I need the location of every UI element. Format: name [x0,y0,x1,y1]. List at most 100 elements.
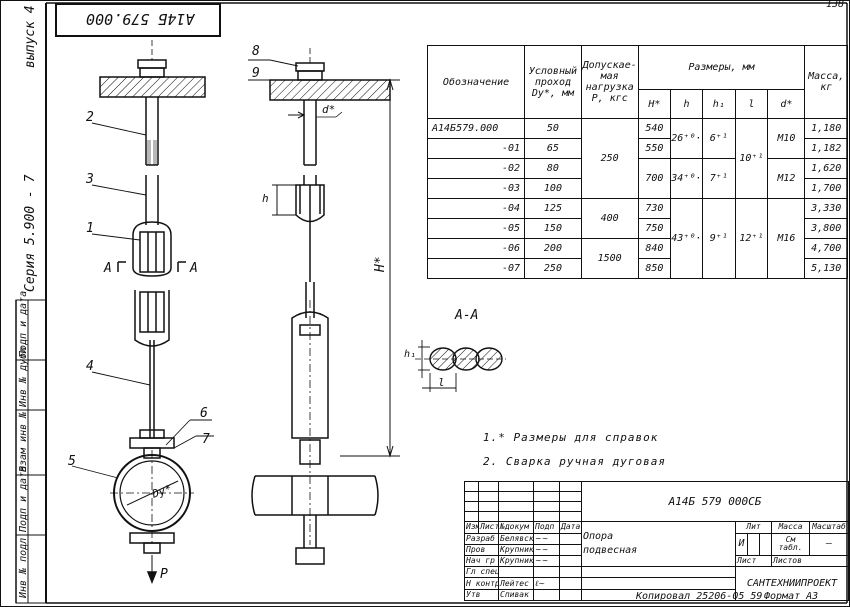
table-cell-mass: 1,700 [804,178,848,199]
drawing-stamp-text: А14Б 579.000 [86,10,195,28]
sub-col-h1: h₁ [701,89,736,119]
table-cell-designation: -04 [426,198,526,219]
col-mass: Масса, кг [804,45,848,119]
sign-razrab-icon: ∼∼ [533,532,560,545]
spec-table: Обозначение Условный проход Dу*, мм Допу… [426,45,848,279]
table-cell-passage: 100 [524,178,582,199]
table-cell-designation: -05 [426,218,526,239]
col-designation: Обозначение [426,45,526,119]
name-prov: Крупник [498,543,534,557]
section-marker-right: А [190,261,198,276]
name-razrab: Белявская [498,532,534,545]
table-cell-mass: 4,700 [804,238,848,259]
sub-col-d: d* [767,89,806,119]
title-sheet-label: Лист [735,555,772,568]
sub-col-l: l [734,89,769,119]
table-cell-passage: 65 [524,138,582,159]
callout-8: 8 [252,44,260,59]
role-nkontr: Н контр [464,577,499,590]
title-lit-value: И [735,532,748,557]
dim-d-label: d* [322,103,336,116]
series-label: Серия 5.900 - 7 [23,174,38,292]
name-nach: Крупник [498,555,534,568]
note-1: 1.* Размеры для справок [483,431,659,444]
field-dup-inv: Инв № дубл [18,346,29,407]
table-cell-d: М12 [767,158,806,199]
title-mass-label: Масса [771,521,810,534]
col-sizes: Размеры, мм [637,45,806,90]
table-cell-passage: 125 [524,198,582,219]
title-code: А14Б 579 000СБ [581,480,849,523]
callout-5: 5 [68,454,76,469]
title-name-line2: подвесная [583,545,638,557]
role-nach: Нач гр [464,555,499,568]
role-prov: Пров [464,543,499,557]
table-cell-designation: -01 [426,138,526,159]
front-view [99,40,206,585]
sign-nkontr-icon: ℓ∼ [533,577,560,590]
field-repl-inv: Взам инв № [18,411,29,472]
section-a-a [415,340,506,392]
table-cell-H: 750 [637,218,672,239]
table-cell-H: 840 [637,238,672,259]
table-cell-passage: 80 [524,158,582,179]
table-cell-h1: 9⁺¹ [701,198,736,279]
name-utv: Спивак [498,588,534,602]
callout-2: 2 [86,110,94,125]
table-cell-mass: 1,182 [804,138,848,159]
callout-7: 7 [202,432,210,447]
title-col-izm: Изм [464,521,479,534]
col-load: Допускае-мая нагрузка Р, кгс [580,45,639,119]
title-col-list: Лист [478,521,499,534]
table-cell-load: 1500 [580,238,639,279]
name-spec [498,566,534,579]
table-cell-designation: -06 [426,238,526,259]
title-organization: САНТЕХНИИПРОЕКТ [735,566,849,601]
table-cell-h: 26⁺⁰·⁵² [670,118,703,159]
name-nkontr: Лейтес [498,577,534,590]
note-2: 2. Сварка ручная дуговая [483,455,666,468]
callout-1: 1 [86,221,94,236]
table-cell-d: М16 [767,198,806,279]
table-cell-h: 43⁺⁰·⁶² [670,198,703,279]
table-cell-mass: 3,800 [804,218,848,239]
table-cell-designation: -07 [426,258,526,279]
table-cell-H: 850 [637,258,672,279]
callout-4: 4 [86,359,94,374]
dimension-h [272,184,296,216]
table-cell-load: 400 [580,198,639,239]
dimension-H [340,78,400,458]
field-sign-date-2: Подп и дата [18,465,29,532]
section-h1-label: h₁ [404,349,417,360]
table-cell-passage: 50 [524,118,582,139]
sign-nach-icon: ∼∼ [533,555,560,568]
title-mass-value: См табл. [771,532,810,557]
table-cell-l: 10⁺¹ [734,118,769,199]
table-cell-passage: 150 [524,218,582,239]
title-block: А14Б 579 000СБ Изм Лист №докум Подп Дата… [464,480,849,602]
sign-prov-icon: ∼∼ [533,543,560,557]
table-cell-H: 540 [637,118,672,139]
role-utv: Утв [464,588,499,602]
title-scale-label: Масштаб [809,521,849,534]
table-cell-H: 550 [637,138,672,159]
field-orig-inv: Инв № подл [18,537,29,598]
force-label: Р [160,567,168,582]
role-razrab: Разраб [464,532,499,545]
footer-format: Формат А3 [764,591,819,602]
title-col-sign: Подп [533,521,560,534]
table-cell-load: 250 [580,118,639,199]
table-cell-mass: 1,180 [804,118,848,139]
table-cell-h1: 7⁺¹ [701,158,736,199]
title-lit-label: Лит [735,521,772,534]
title-col-doc: №докум [498,521,534,534]
title-sheets-label: Листов [771,555,849,568]
sub-col-h: h [670,89,703,119]
table-cell-mass: 3,330 [804,198,848,219]
table-cell-d: М10 [767,118,806,159]
table-cell-passage: 200 [524,238,582,259]
sub-col-H: Н* [637,89,672,119]
